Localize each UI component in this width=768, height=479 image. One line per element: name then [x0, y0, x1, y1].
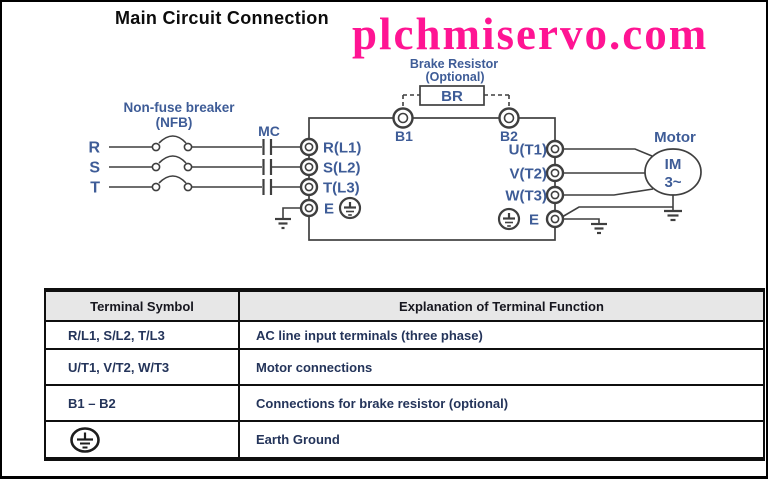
explanation-cell: AC line input terminals (three phase) — [238, 320, 765, 350]
col-header-explanation: Explanation of Terminal Function — [238, 289, 765, 322]
explanation-cell: Connections for brake resistor (optional… — [238, 384, 765, 422]
phase-s-label: S — [89, 160, 100, 177]
ground-icon-right — [563, 218, 607, 235]
ground-icon-left — [275, 207, 301, 230]
motor-wires — [563, 148, 654, 196]
phase-r-label: R — [88, 140, 100, 157]
earth-bond-wire — [561, 206, 673, 218]
col-header-terminal-symbol: Terminal Symbol — [44, 289, 240, 322]
terminal-label-u-t1: U(T1) — [509, 142, 547, 159]
brake-resistor-box: BR — [419, 85, 485, 106]
watermark-text: plchmiservo.com — [352, 9, 709, 59]
mc-contact-icon — [262, 139, 273, 155]
phase-t-label: T — [90, 180, 100, 197]
terminal-label-s-l2: S(L2) — [323, 160, 361, 177]
motor-text-3ph: 3~ — [664, 174, 681, 191]
input-phase-s: S — [89, 155, 301, 177]
terminal-e-right — [545, 209, 565, 229]
input-phase-t: T — [90, 175, 301, 197]
table-row: B1 – B2 Connections for brake resistor (… — [44, 384, 765, 422]
ground-icon-motor — [664, 195, 682, 222]
b2-label: B2 — [500, 128, 518, 144]
terminal-t-l3 — [299, 177, 319, 197]
terminal-v-t2 — [545, 163, 565, 183]
br-box-label: BR — [441, 88, 463, 105]
mc-label: MC — [258, 123, 280, 139]
terminal-label-r-l1: R(L1) — [323, 140, 361, 157]
motor-label: Motor — [654, 129, 696, 146]
main-circuit-diagram: Non-fuse breaker (NFB) MC R S — [88, 57, 702, 241]
terminal-u-t1 — [545, 139, 565, 159]
brake-resistor-label-line1: Brake Resistor — [410, 57, 498, 71]
terminal-b1 — [392, 107, 414, 129]
b1-label: B1 — [395, 128, 413, 144]
input-phase-r: R — [88, 135, 301, 157]
terminal-label-t-l3: T(L3) — [323, 180, 360, 197]
terminal-e-left — [299, 198, 319, 218]
protective-earth-icon — [497, 207, 521, 231]
nfb-breaker-icon — [151, 155, 193, 172]
terminal-b2 — [498, 107, 520, 129]
explanation-cell: Earth Ground — [238, 420, 765, 460]
terminal-s-l2 — [299, 157, 319, 177]
terminal-symbol-cell: B1 – B2 — [44, 384, 240, 422]
nfb-breaker-icon — [151, 135, 193, 152]
terminal-symbol-cell — [44, 420, 240, 460]
terminal-symbol-cell: U/T1, V/T2, W/T3 — [44, 348, 240, 386]
explanation-cell: Motor connections — [238, 348, 765, 386]
mc-contact-icon — [262, 179, 273, 195]
earth-ground-icon — [70, 427, 100, 453]
nfb-label-line1: Non-fuse breaker — [123, 100, 235, 115]
table-row: U/T1, V/T2, W/T3 Motor connections — [44, 348, 765, 386]
motor-text-im: IM — [665, 156, 682, 173]
brake-resistor-label-line2: (Optional) — [425, 70, 484, 84]
terminal-label-v-t2: V(T2) — [510, 166, 548, 183]
nfb-label-line2: (NFB) — [156, 115, 193, 130]
earth-left-label: E — [324, 201, 334, 218]
table-header-row: Terminal Symbol Explanation of Terminal … — [44, 289, 765, 322]
table-row: Earth Ground — [44, 420, 765, 460]
page-title: Main Circuit Connection — [115, 8, 329, 28]
motor-circle: IM 3~ — [644, 148, 702, 196]
terminal-function-table: Terminal Symbol Explanation of Terminal … — [44, 288, 765, 461]
terminal-label-w-t3: W(T3) — [505, 188, 547, 205]
mc-contact-icon — [262, 159, 273, 175]
earth-right-label: E — [529, 212, 539, 229]
protective-earth-icon — [338, 196, 362, 220]
terminal-r-l1 — [299, 137, 319, 157]
terminal-w-t3 — [545, 185, 565, 205]
table-row: R/L1, S/L2, T/L3 AC line input terminals… — [44, 320, 765, 350]
nfb-breaker-icon — [151, 175, 193, 192]
terminal-symbol-cell: R/L1, S/L2, T/L3 — [44, 320, 240, 350]
